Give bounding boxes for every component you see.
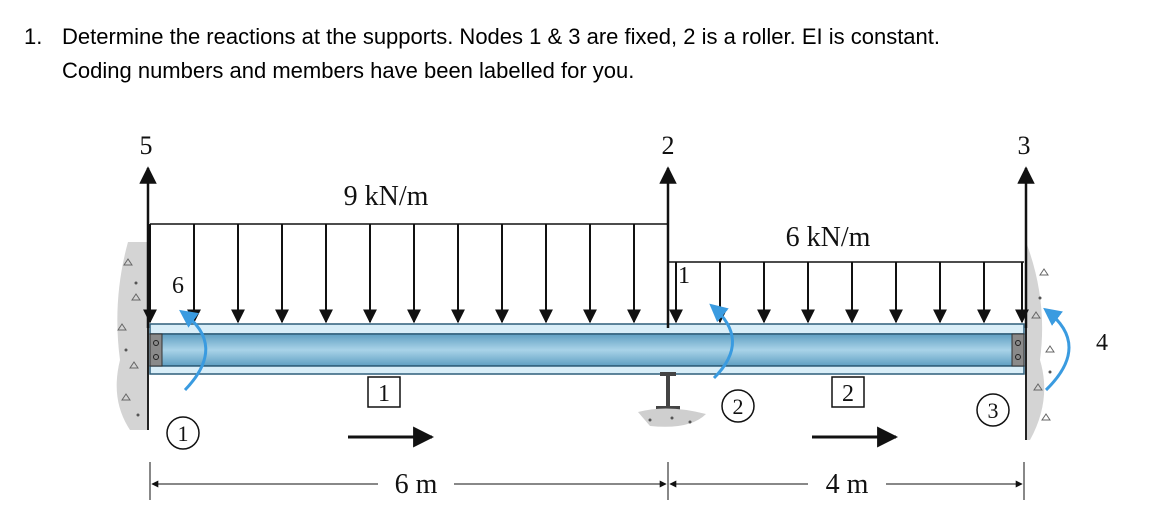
left-distributed-load — [143, 223, 668, 324]
code-6: 6 — [172, 273, 184, 299]
rotation-arrow-node1 — [179, 309, 208, 392]
code-2: 2 — [662, 131, 675, 160]
question-number: 1. — [24, 24, 43, 49]
member-2-label: 2 — [842, 381, 854, 407]
beam — [149, 323, 1025, 375]
code-4: 4 — [1096, 330, 1108, 356]
span-label-right: 4 m — [826, 469, 869, 500]
rotation-arrow-node3 — [1043, 307, 1071, 392]
load-label-right: 6 kN/m — [786, 222, 871, 253]
code-5: 5 — [140, 131, 153, 160]
load-label-left: 9 kN/m — [344, 181, 429, 212]
right-wall — [1025, 242, 1055, 440]
member-1-label: 1 — [378, 381, 390, 407]
span-label-left: 6 m — [395, 469, 438, 500]
code-1: 1 — [678, 263, 690, 289]
node-3-label: 3 — [988, 398, 999, 423]
node-2-label: 2 — [733, 394, 744, 419]
question-line-1: Determine the reactions at the supports.… — [62, 24, 941, 49]
question-line-2: Coding numbers and members have been lab… — [62, 58, 635, 83]
node-1-label: 1 — [178, 421, 189, 446]
code-3: 3 — [1018, 131, 1031, 160]
roller-support — [638, 372, 706, 427]
dimension-lines — [149, 462, 1025, 500]
left-wall — [116, 242, 149, 430]
right-distributed-load — [668, 261, 1029, 324]
rotation-arrow-node2 — [709, 303, 734, 380]
